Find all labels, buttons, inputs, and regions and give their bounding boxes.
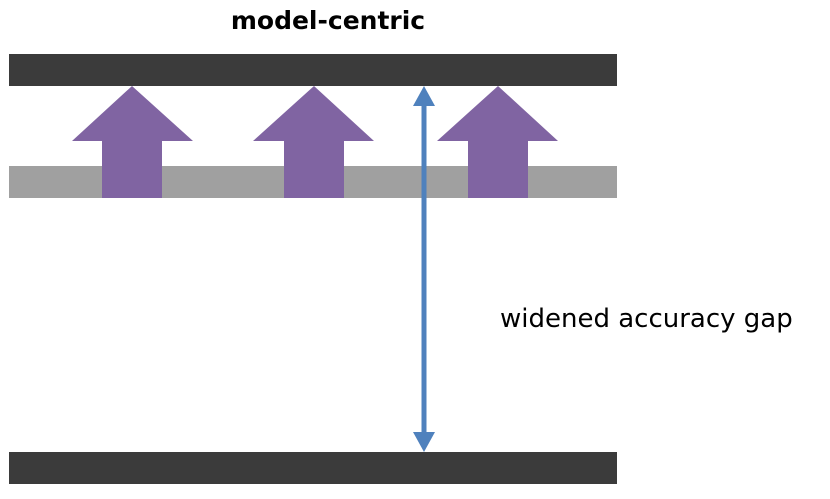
upper-bound-bar: [9, 54, 617, 86]
improvement-arrow-3: [437, 86, 558, 198]
gap-arrow-head-top: [413, 86, 435, 106]
lower-bar: [9, 452, 617, 484]
gap-arrow-head-bottom: [413, 432, 435, 452]
diagram-title: model-centric: [230, 6, 426, 35]
improvement-arrow-1: [72, 86, 193, 198]
gap-label: widened accuracy gap: [500, 304, 793, 334]
improvement-arrow-2: [253, 86, 374, 198]
